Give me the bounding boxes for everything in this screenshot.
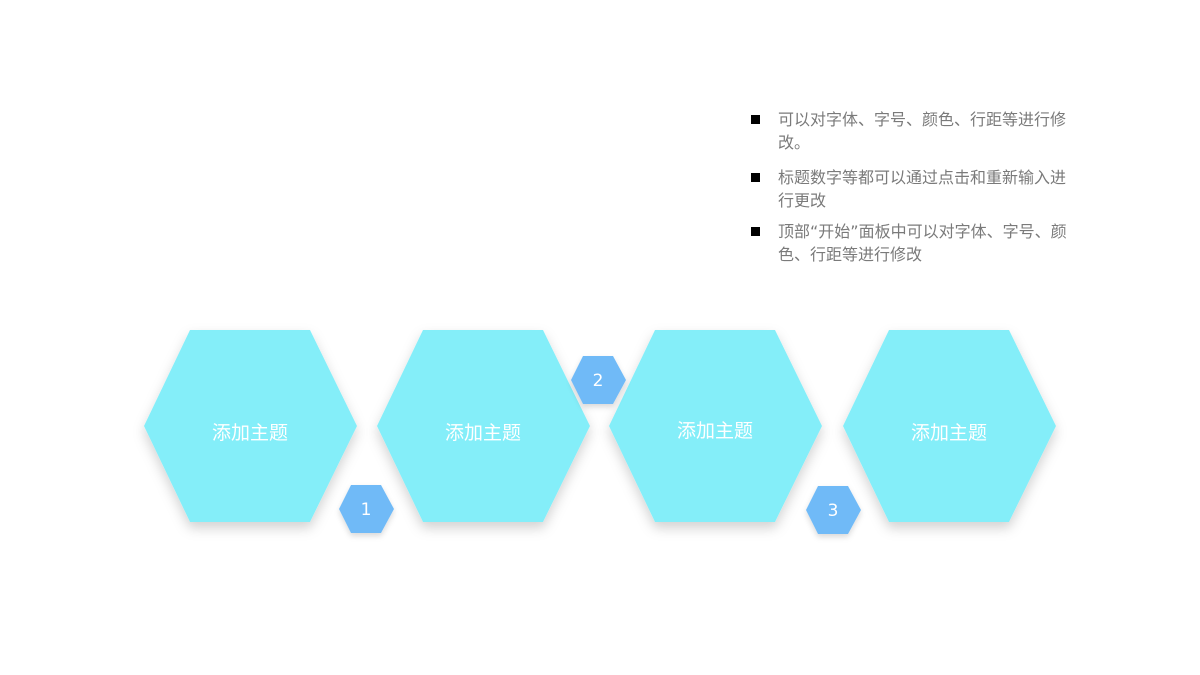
small-hexagon-shape [571, 356, 626, 404]
small-hexagon-shape [339, 485, 394, 533]
number-hexagon-3[interactable]: 3 [806, 486, 861, 534]
bullet-item-2: 标题数字等都可以通过点击和重新输入进行更改 [750, 166, 1070, 212]
hexagon-shape [843, 330, 1056, 522]
square-bullet-icon [751, 173, 760, 182]
square-bullet-icon [751, 227, 760, 236]
number-hexagon-1[interactable]: 1 [339, 485, 394, 533]
small-hexagon-shape [806, 486, 861, 534]
square-bullet-icon [751, 115, 760, 124]
number-label-3: 3 [828, 501, 839, 521]
bullet-text-2: 标题数字等都可以通过点击和重新输入进行更改 [778, 168, 1067, 210]
bullet-text-1: 可以对字体、字号、颜色、行距等进行修改。 [778, 110, 1067, 152]
topic-hexagon-4[interactable]: 添加主题 [843, 330, 1056, 522]
topic-hexagon-2[interactable]: 添加主题 [377, 330, 590, 522]
hexagon-shape [144, 330, 357, 522]
bullet-list: 可以对字体、字号、颜色、行距等进行修改。 标题数字等都可以通过点击和重新输入进行… [750, 108, 1070, 278]
bullet-item-1: 可以对字体、字号、颜色、行距等进行修改。 [750, 108, 1070, 154]
number-label-1: 1 [361, 500, 372, 520]
number-label-2: 2 [593, 371, 604, 391]
topic-hexagon-3[interactable]: 添加主题 [609, 330, 822, 522]
bullet-item-3: 顶部“开始”面板中可以对字体、字号、颜色、行距等进行修改 [750, 220, 1070, 266]
topic-label-1: 添加主题 [212, 422, 288, 444]
bullet-text-3: 顶部“开始”面板中可以对字体、字号、颜色、行距等进行修改 [778, 222, 1067, 264]
topic-label-2: 添加主题 [445, 422, 521, 444]
number-hexagon-2[interactable]: 2 [571, 356, 626, 404]
topic-label-4: 添加主题 [911, 422, 987, 444]
hexagon-shape [377, 330, 590, 522]
hexagon-shape [609, 330, 822, 522]
topic-hexagon-1[interactable]: 添加主题 [144, 330, 357, 522]
topic-label-3: 添加主题 [677, 420, 753, 442]
